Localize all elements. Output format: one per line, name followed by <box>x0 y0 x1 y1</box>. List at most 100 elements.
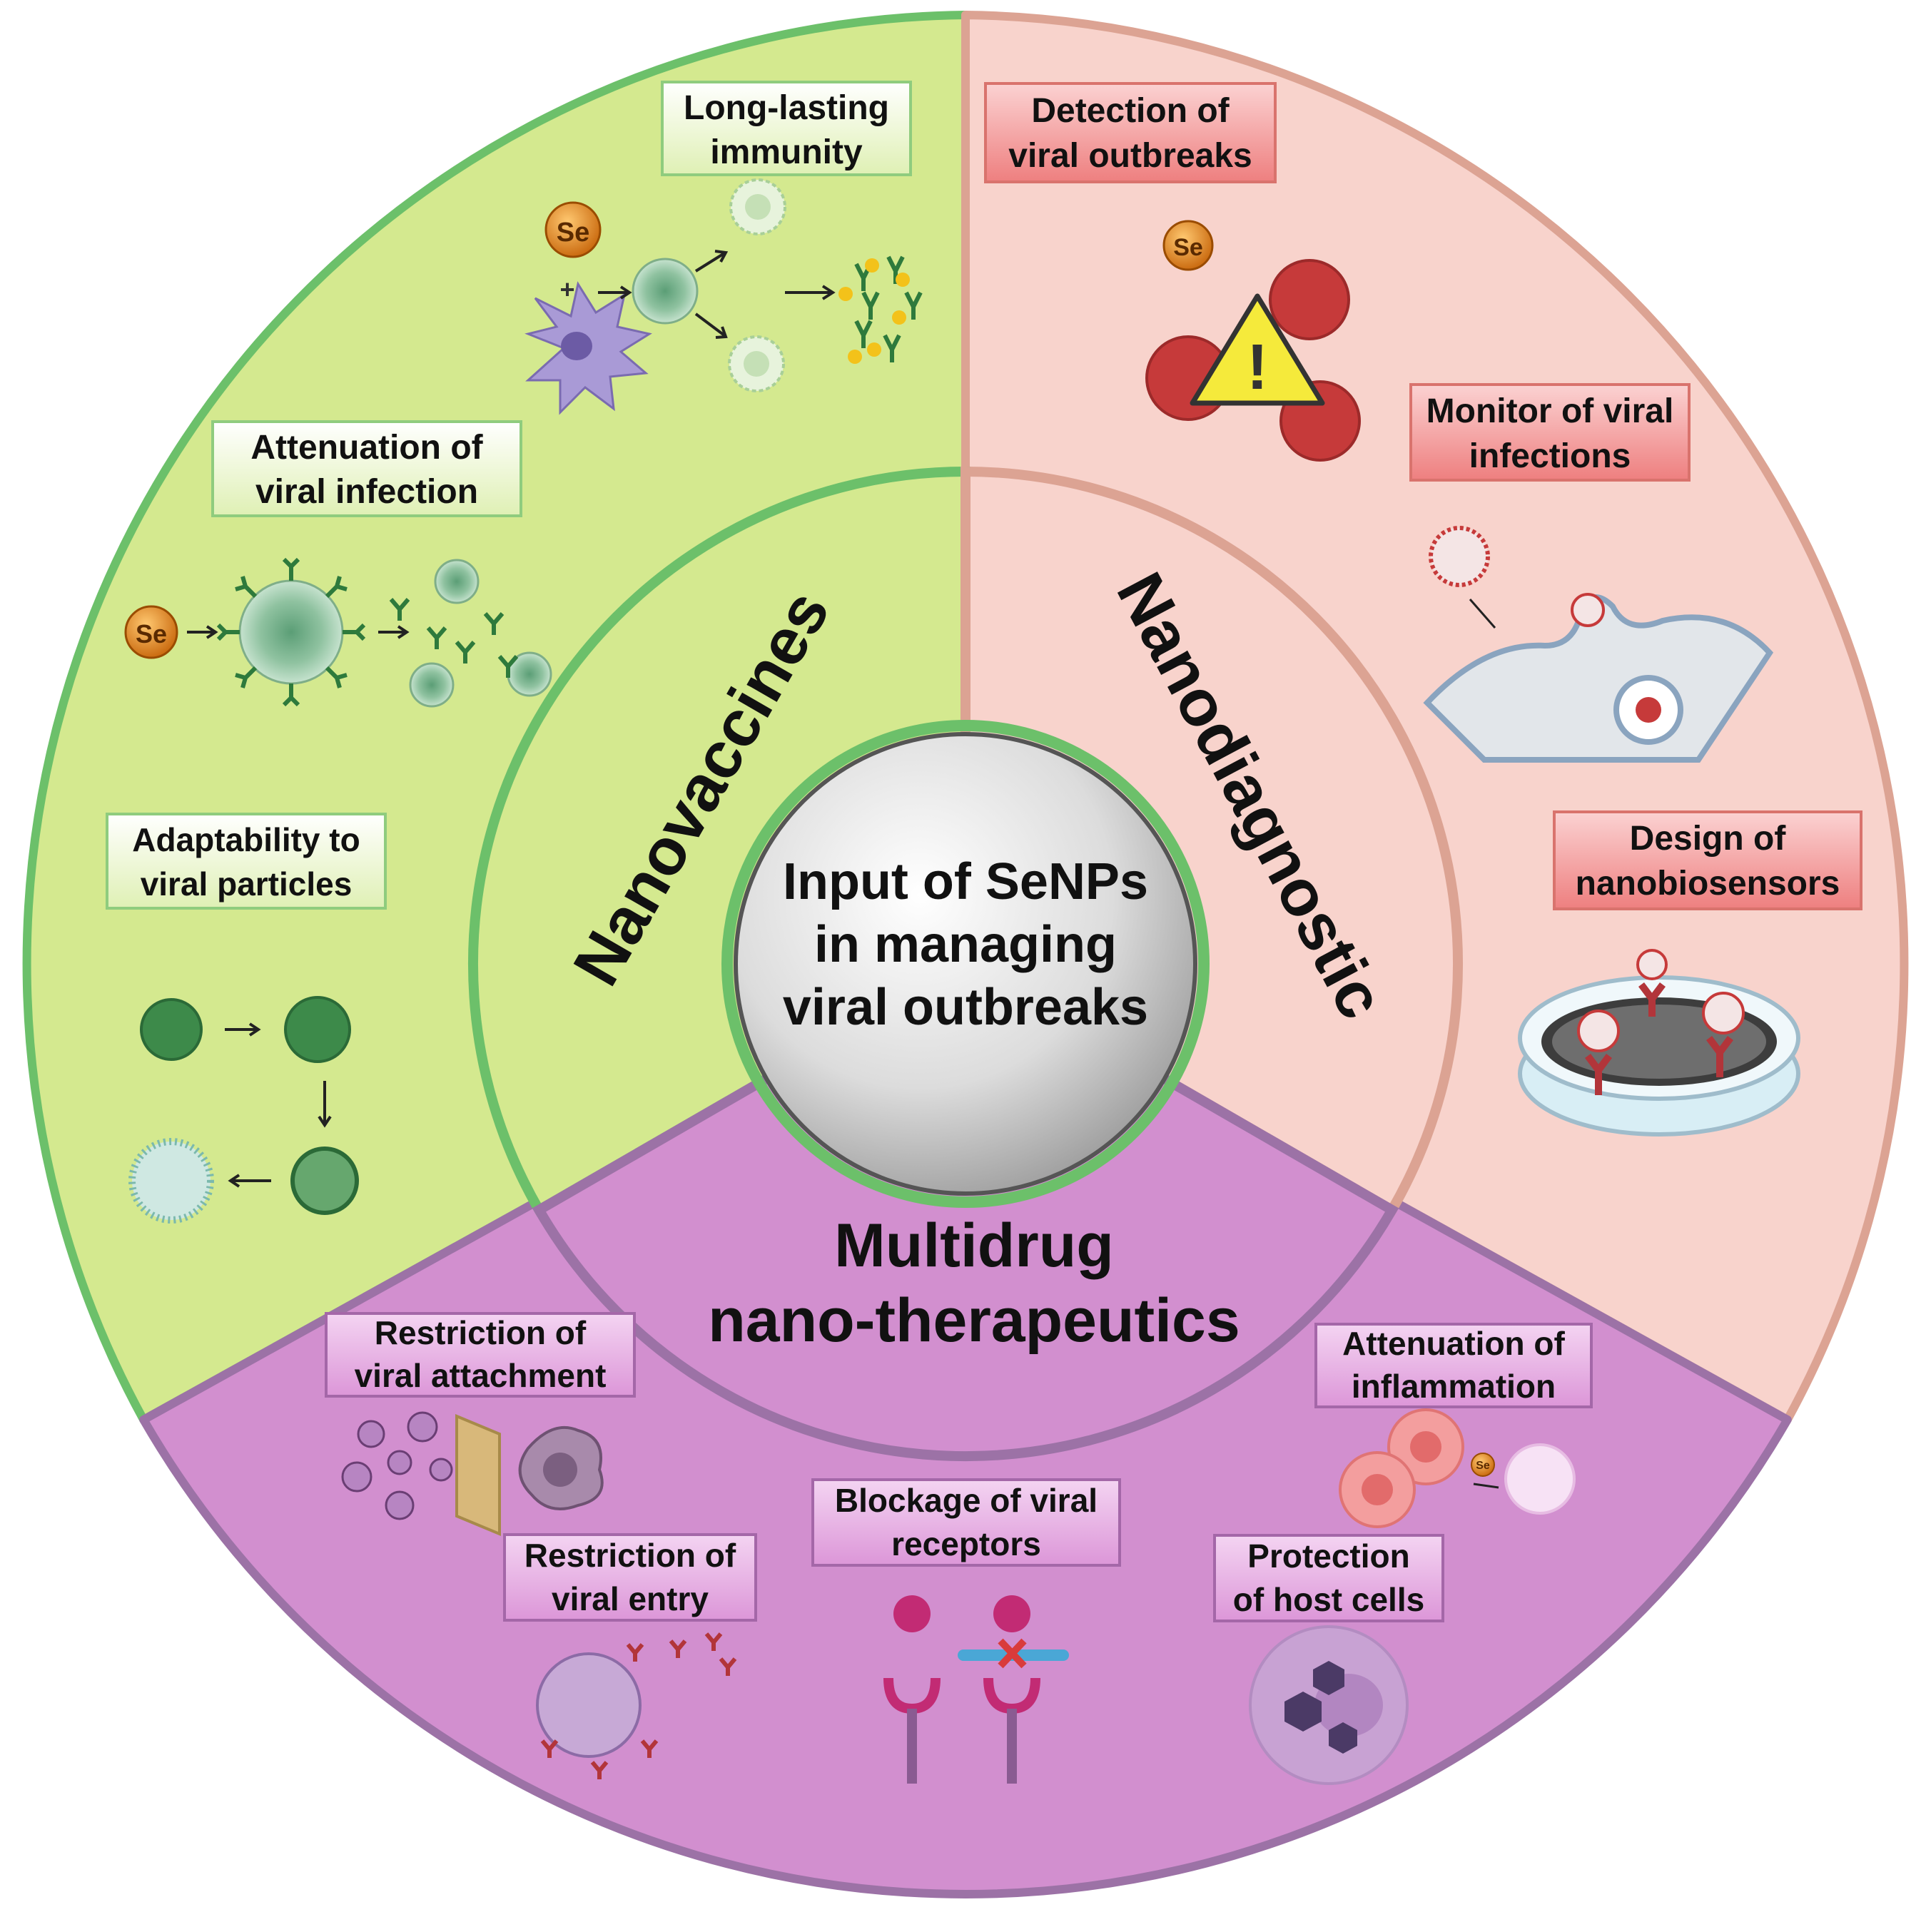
antibodies-icon <box>389 598 519 678</box>
box-adaptability-line-2: viral particles <box>141 865 353 903</box>
box-attachment-line-1: Restriction of <box>375 1314 587 1351</box>
box-receptors-line-1: Blockage of viral <box>835 1482 1098 1519</box>
box-long-lasting-line-1: Long-lasting <box>684 89 889 127</box>
se-nanoparticle-icon <box>544 201 602 258</box>
virus-icon-red-7 <box>1636 949 1668 980</box>
box-monitor-line-1: Monitor of viral <box>1426 392 1674 430</box>
illustration-immunity: Se + <box>524 178 923 415</box>
antibody-cluster-icon <box>854 255 923 362</box>
antibody-sensor-icon <box>1585 982 1733 1095</box>
illustration-detection: Se ! <box>1145 220 1361 462</box>
virus-icon-green-2 <box>284 996 351 1063</box>
se-nanoparticle-icon <box>1471 1453 1495 1477</box>
antibodies-entry-icon <box>540 1632 737 1779</box>
cell-membrane-icon <box>1423 594 1774 763</box>
box-protection-line-1: Protection <box>1247 1537 1409 1575</box>
center-circle <box>734 732 1197 1196</box>
healed-cell-icon <box>1504 1443 1576 1515</box>
arrow-icon-4 <box>785 285 836 300</box>
arrow-icon-8 <box>318 1081 332 1128</box>
arrow-icon-9 <box>228 1174 271 1188</box>
box-protection-line-2: of host cells <box>1233 1581 1424 1618</box>
warning-triangle-icon <box>1190 293 1325 406</box>
barrier-icon <box>455 1414 501 1536</box>
box-entry-line-2: viral entry <box>552 1580 709 1617</box>
box-receptors-line-2: receptors <box>891 1525 1041 1562</box>
se-label-2: Se <box>136 619 167 649</box>
arrow-icon-1 <box>598 285 632 300</box>
arrow-icon-5 <box>187 625 218 639</box>
box-restriction-viral-entry: Restriction of viral entry <box>503 1533 757 1622</box>
cross-icon <box>998 1638 1027 1669</box>
box-restriction-viral-attachment: Restriction of viral attachment <box>325 1312 636 1398</box>
ligand-icon-2 <box>993 1595 1030 1632</box>
virus-icon-red-5 <box>1636 697 1661 723</box>
se-label-1: Se <box>557 218 589 248</box>
virus-icon-red-6 <box>1571 593 1605 627</box>
center-line-2: in managing <box>814 916 1117 973</box>
illustration-inflammation: Se <box>1339 1408 1576 1528</box>
box-attenuation-line-1: Attenuation of <box>250 429 483 467</box>
memory-cell-nucleus-1 <box>745 194 771 220</box>
t-cell-icon <box>632 258 699 325</box>
illustration-protection <box>1249 1625 1409 1785</box>
box-blockage-viral-receptors: Blockage of viral receptors <box>811 1478 1121 1567</box>
infected-cell-icon-2 <box>409 662 455 708</box>
box-attenuation-line-2: viral infection <box>255 473 478 511</box>
box-long-lasting-immunity: Long-lasting immunity <box>661 81 912 176</box>
box-monitor-viral-infections: Monitor of viral infections <box>1409 383 1691 482</box>
box-design-nanobiosensors: Design of nanobiosensors <box>1553 810 1862 910</box>
virus-cluster-icon <box>341 1411 453 1520</box>
illustration-monitor <box>1423 526 1774 763</box>
arrow-icon-2 <box>694 250 729 273</box>
virus-capsid-icon <box>536 1652 642 1758</box>
illustration-adaptability <box>128 996 359 1224</box>
box-design-line-2: nanobiosensors <box>1576 865 1840 903</box>
box-design-line-1: Design of <box>1630 820 1787 858</box>
box-attenuation-viral-infection: Attenuation of viral infection <box>211 420 522 517</box>
plus-icon: + <box>559 275 574 304</box>
inflamed-cell-nucleus-1 <box>1410 1431 1441 1463</box>
virus-icon-green-1 <box>140 998 203 1061</box>
ligand-icon-1 <box>893 1595 931 1632</box>
warning-mark: ! <box>1247 332 1268 403</box>
virus-icon-green-3 <box>290 1147 359 1215</box>
box-attachment-line-2: viral attachment <box>355 1357 607 1394</box>
box-inflammation-line-1: Attenuation of <box>1342 1325 1565 1362</box>
hexagon-icon-2 <box>1284 1692 1322 1732</box>
dendritic-cell-icon <box>524 281 652 415</box>
virus-icon-red-1 <box>1269 259 1350 340</box>
box-detection-line-2: viral outbreaks <box>1008 137 1252 175</box>
illustration-nanobiosensor <box>1518 949 1800 1137</box>
box-protection-host-cells: Protection of host cells <box>1213 1534 1444 1622</box>
se-nanoparticle-icon <box>1162 220 1214 271</box>
box-entry-line-1: Restriction of <box>524 1537 736 1574</box>
box-attenuation-inflammation: Attenuation of inflammation <box>1314 1323 1593 1408</box>
inflamed-cell-nucleus-2 <box>1362 1474 1393 1505</box>
hexagon-icon-3 <box>1329 1722 1357 1754</box>
virus-icon-teal <box>128 1138 214 1224</box>
arrow-icon-3 <box>694 312 728 339</box>
virus-icon-red-4 <box>1429 526 1490 587</box>
virus-icon-red-8 <box>1577 1010 1620 1052</box>
box-long-lasting-line-2: immunity <box>710 133 863 171</box>
virus-icon-red-9 <box>1702 992 1745 1034</box>
box-detection-viral-outbreaks: Detection of viral outbreaks <box>984 82 1277 183</box>
multidrug-title-1: Multidrug <box>834 1211 1114 1280</box>
illustration-attachment <box>341 1411 604 1536</box>
arrow-icon-7 <box>225 1022 261 1037</box>
multidrug-title-2: nano-therapeutics <box>708 1286 1240 1355</box>
hexagon-icon-1 <box>1313 1661 1344 1695</box>
illustration-entry <box>536 1632 737 1779</box>
infected-cell-icon-1 <box>434 559 480 604</box>
illustration-attenuation: Se <box>124 557 552 708</box>
memory-cell-nucleus-2 <box>744 351 769 377</box>
antigen-dots-icon <box>838 258 910 364</box>
illustration-receptors <box>883 1595 1069 1784</box>
box-detection-line-1: Detection of <box>1031 92 1230 130</box>
b-cell-receptors-icon <box>216 557 366 707</box>
box-monitor-line-2: infections <box>1469 437 1631 475</box>
host-cell-nucleus <box>543 1453 577 1487</box>
